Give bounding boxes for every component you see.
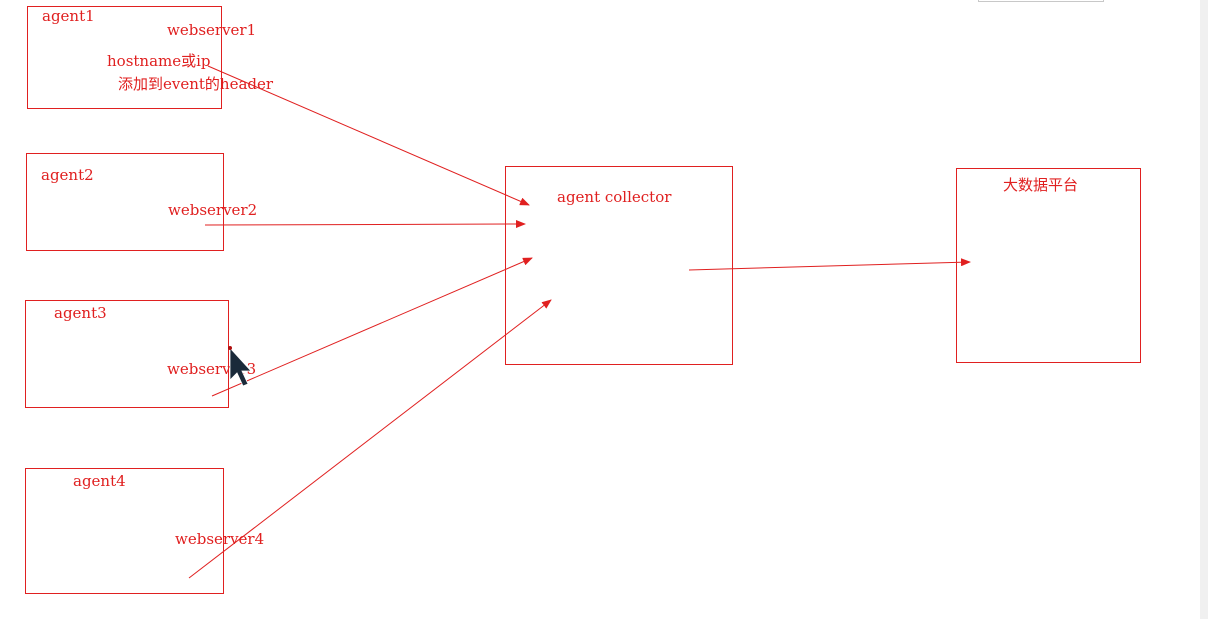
agent1-note-hostname: hostname或ip: [107, 52, 211, 70]
mouse-pointer-icon: [228, 346, 252, 387]
arrow-agent1-to-collector: [207, 65, 530, 206]
agent3-box: [25, 300, 229, 408]
vertical-scrollbar[interactable]: [1200, 0, 1208, 619]
agent4-server-label: webserver4: [175, 530, 265, 548]
agent2-label: agent2: [41, 166, 94, 184]
agent2-box: [26, 153, 224, 251]
collector-label: agent collector: [557, 188, 672, 206]
arrow-collector-to-platform: [688, 258, 971, 271]
agent4-label: agent4: [73, 472, 126, 490]
agent2-server-label: webserver2: [168, 201, 258, 219]
top-input-fragment: [978, 0, 1104, 2]
arrow-agent3-to-collector: [211, 257, 533, 397]
arrow-agent4-to-collector: [188, 299, 552, 579]
agent3-label: agent3: [54, 304, 107, 322]
agent1-note-header: 添加到event的header: [118, 75, 274, 93]
collector-box: [505, 166, 733, 365]
arrow-agent2-to-collector: [204, 220, 526, 229]
agent1-box: [27, 6, 222, 109]
platform-box: [956, 168, 1141, 363]
agent1-label: agent1: [42, 7, 95, 25]
agent4-box: [25, 468, 224, 594]
platform-label: 大数据平台: [1003, 176, 1079, 194]
agent1-server-label: webserver1: [167, 21, 257, 39]
